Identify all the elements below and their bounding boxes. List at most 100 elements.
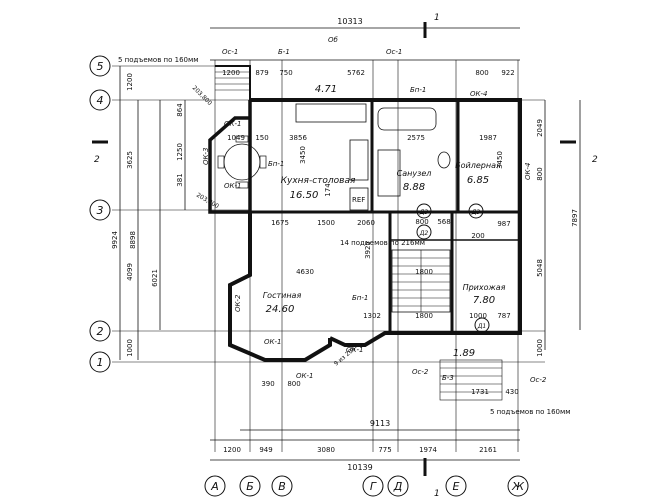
axis-label-zh: Ж [511,480,525,493]
dim-bottom-overall: 10139 [347,463,372,472]
dim-right-5: 7897 [571,209,579,227]
axis-label-g: Г [370,480,377,493]
dim-bottom-seg-3: 3080 [317,446,335,454]
wall-exterior-bay-kitchen [208,100,252,214]
room-porch-bottom-area: 1.89 [453,348,475,359]
dim-right-2: 3450 [496,151,504,169]
bathtub [377,107,437,131]
dim-left-inner-1: 864 [176,103,184,117]
mark-d3: Д3 [419,209,429,216]
dim-int-987: 987 [497,220,510,228]
room-living-area: 24.60 [266,304,295,315]
dim-left-seg-1: 1200 [126,73,134,91]
dim-left-seg-3: 4099 [126,263,134,281]
mark-os1-b: Ос-1 [386,48,402,56]
stair-treads [392,250,450,312]
dim-int-2575: 2575 [407,134,425,142]
axis-bubble-b [239,475,261,497]
dim-int-1800: 1800 [415,268,433,276]
dim-int-4630: 4630 [296,268,314,276]
dim-top-seg-3: 750 [279,69,292,77]
dim-int-1675: 1675 [271,219,289,227]
axis-label-4: 4 [97,94,104,107]
door-mark-d2 [416,224,432,240]
room-boiler-name: Бойлерная [455,161,501,170]
dim-right-6: 1000 [536,339,544,357]
dim-int-390: 390 [261,380,274,388]
mark-ok1-d: ОК-1 [346,346,363,354]
dim-int-200: 200 [471,232,484,240]
dining-table [223,143,261,181]
dim-int-2060: 2060 [357,219,375,227]
dim-left-outer-1: 9924 [111,231,119,249]
wall-porch-top [215,65,251,100]
dim-int-430: 430 [505,388,518,396]
dim-int-568: 568 [437,218,450,226]
note-steps-bottom: 5 подъемов по 160мм [490,408,571,416]
dim-int-800b: 800 [287,380,300,388]
dim-bottom-seg-6: 2161 [479,446,497,454]
mark-ok1-b: ОК-1 [224,182,241,190]
dim-right-3: 800 [536,167,544,180]
axis-bubble-e [445,475,467,497]
dim-int-150: 150 [255,134,268,142]
dim-int-787: 787 [497,312,510,320]
dim-int-1800b: 1800 [415,312,433,320]
mark-b1: Б-1 [278,48,290,56]
mark-ok1-c: ОК-1 [264,338,281,346]
axis-label-3: 3 [97,204,104,217]
dim-top-overall: 10313 [337,17,362,26]
mark-bp1-a: Бп-1 [410,86,426,94]
room-bath-name: Санузел [397,169,432,178]
mark-d1: Д1 [477,323,487,330]
dim-right-4: 5048 [536,259,544,277]
section-label-bottom: 1 [434,489,440,499]
dim-left-inner-3: 381 [176,173,184,186]
mark-angle-2: 203,800 [195,192,220,211]
mark-ok1-a: ОК-1 [224,120,241,128]
mark-d3b: Д3 [471,209,481,216]
axis-label-v: В [278,480,286,493]
dim-int-174: 174 [324,183,332,197]
dim-int-1500: 1500 [317,219,335,227]
room-porch-top-area: 4.71 [315,84,337,95]
dim-left-inner-2: 1250 [176,143,184,161]
axis-label-e: Е [453,480,460,493]
axis-label-a: А [210,480,219,493]
axis-bubble-v [271,475,293,497]
mark-os2-a: Ос-2 [412,368,429,376]
mark-b3: Б-3 [442,374,454,382]
dim-left-seg-4: 1000 [126,339,134,357]
kitchen-counter [295,103,367,123]
room-boiler-area: 6.85 [467,175,489,186]
axis-label-b: Б [246,480,254,493]
porch-steps-top [215,71,250,91]
dim-bottom-sub: 9113 [370,419,390,428]
mark-ok1-e: ОК-1 [296,372,313,380]
mark-bp1-b: Бп-1 [352,294,368,302]
section-label-right: 2 [592,155,598,165]
dim-bottom-seg-5: 1974 [419,446,437,454]
dining-chairs [217,135,267,189]
dim-bottom-seg-4: 775 [378,446,391,454]
axis-bubble-a [204,475,226,497]
room-kitchen-area: 16.50 [290,190,319,201]
axis-bubble-2 [89,320,111,342]
wall-exterior-right [250,98,522,335]
axis-bubble-4 [89,89,111,111]
axis-bubble-d [387,475,409,497]
wall-exterior-living [228,212,332,362]
mark-ok4-a: ОК-4 [470,90,487,98]
axis-bubble-3 [89,199,111,221]
dim-int-1987-top: 1987 [479,134,497,142]
dim-left-seg-2: 3625 [126,151,134,169]
note-stair: 14 подъемов по 216мм [340,239,425,247]
shower [377,149,401,197]
door-mark-d1 [474,317,490,333]
stove [349,139,369,181]
axis-label-2: 2 [97,325,104,338]
porch-steps-bottom [439,359,503,401]
wall-exterior-front [329,331,470,347]
mark-ok3: ОК-3 [202,148,210,165]
